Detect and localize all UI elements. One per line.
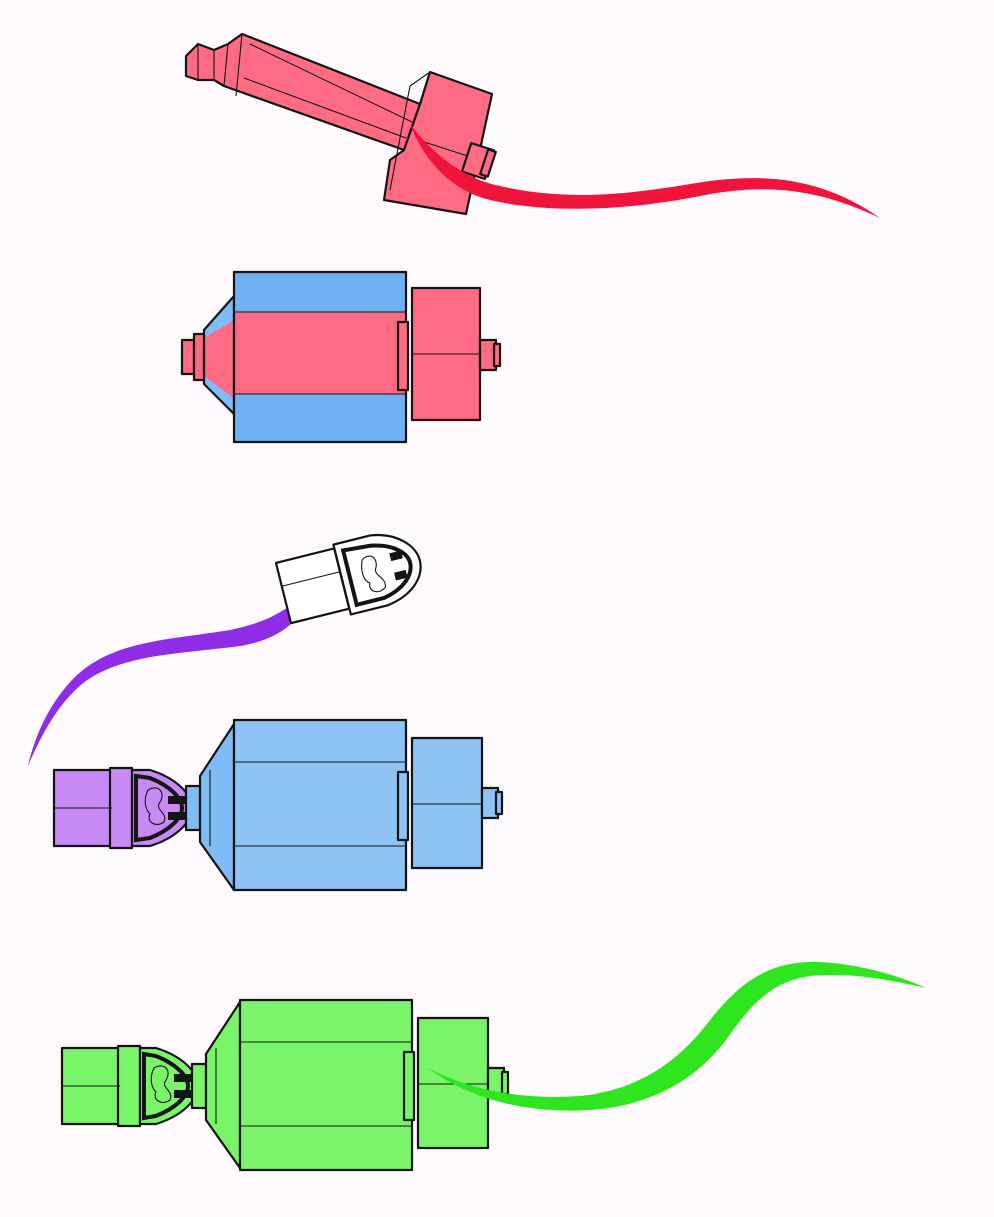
cylinder-blue (232, 270, 410, 444)
station-docked (52, 718, 504, 892)
cylinder-green (238, 998, 416, 1172)
station-blue-red (180, 270, 502, 444)
nozzle-port (184, 722, 236, 892)
docking-port (478, 338, 502, 372)
end-block-red (410, 286, 482, 422)
docking-port (480, 786, 504, 820)
hatch-with-figure (130, 768, 194, 848)
pod-free-flying (28, 533, 422, 766)
end-block-blue (410, 736, 484, 870)
hatch-with-figure (332, 533, 422, 616)
green-streak (428, 961, 926, 1111)
nozzle-port (180, 294, 236, 416)
nozzle-port (190, 1000, 242, 1170)
red-module-tilted (184, 32, 880, 218)
purple-streak (28, 576, 322, 766)
docking-port (486, 1066, 510, 1100)
hatch-with-figure (138, 1046, 200, 1126)
long-tube (184, 32, 422, 152)
capsule-green (60, 1044, 142, 1128)
station-green (60, 961, 926, 1172)
red-streak (410, 124, 880, 218)
capsule-purple (52, 766, 134, 850)
docking-port (460, 141, 497, 181)
cylinder-blue (232, 718, 410, 892)
